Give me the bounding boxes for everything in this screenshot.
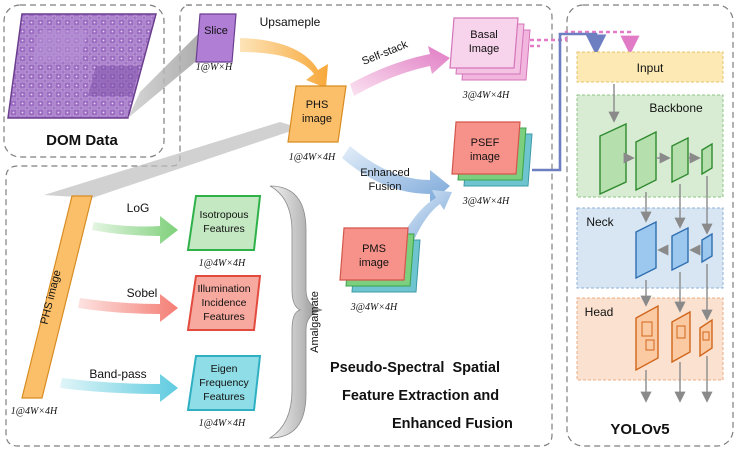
dom-chip-image — [7, 13, 157, 119]
pms-image-stack — [339, 227, 421, 293]
enhanced-fusion-line1: Enhanced — [360, 167, 410, 179]
basal-image-stack — [449, 17, 531, 81]
yolo-input-label: Input — [637, 61, 664, 75]
phs-image-box — [287, 85, 347, 143]
psef-dim: 3@4W×4H — [462, 196, 510, 207]
head-arrows — [640, 264, 713, 403]
pms-dim: 3@4W×4H — [350, 302, 398, 313]
amalgamate-brace — [268, 185, 323, 439]
projection-to-slice — [128, 34, 200, 118]
basal-dim: 3@4W×4H — [462, 90, 510, 101]
yolo-panel — [566, 4, 734, 447]
backbone-arrows — [608, 84, 701, 164]
isotropous-line1: Isotropous — [199, 209, 248, 221]
illumination-line1: Illumination — [197, 283, 250, 295]
upsample-arrow — [240, 38, 328, 88]
isotropous-line2: Features — [203, 223, 244, 235]
phs-image-line1: PHS — [306, 99, 329, 111]
slice-dim: 1@W×H — [196, 62, 233, 73]
eigen-line2: Frequency — [199, 377, 249, 389]
neck-feature-maps — [635, 220, 713, 280]
basal-line2: Image — [469, 43, 500, 55]
section-title-line3: Enhanced Fusion — [392, 416, 513, 432]
phs-left-dim: 1@4W×4H — [11, 406, 58, 417]
psef-to-yolo-line — [532, 32, 607, 172]
eigen-line1: Eigen — [211, 363, 238, 375]
basal-line1: Basal — [470, 29, 498, 41]
isotropous-box — [186, 195, 262, 251]
bandpass-arrow — [60, 374, 178, 402]
head-box-marks — [641, 321, 710, 351]
section-title-line2: Feature Extraction and — [342, 388, 499, 404]
log-label: LoG — [127, 201, 150, 215]
psef-line1: PSEF — [471, 137, 500, 149]
phs-left-box — [21, 195, 93, 399]
illumination-box — [186, 275, 262, 331]
phs-image-dim: 1@4W×4H — [289, 152, 336, 163]
eigen-box — [186, 355, 262, 411]
slice-label: Slice — [204, 25, 228, 37]
bandpass-label: Band-pass — [89, 367, 146, 381]
psef-line2: image — [470, 151, 500, 163]
upsample-label: Upsameple — [260, 15, 321, 29]
basal-to-yolo-line — [530, 30, 640, 55]
illumination-line2: Incidence — [202, 297, 247, 309]
feature-extraction-panel — [5, 4, 553, 447]
self-stack-arrow — [350, 46, 450, 96]
psef-image-stack — [451, 121, 533, 187]
pms-to-fusion-arrow — [402, 190, 452, 240]
eigen-dim: 1@4W×4H — [199, 418, 246, 429]
log-arrow — [92, 216, 178, 244]
isotropous-dim: 1@4W×4H — [199, 258, 246, 269]
neck-arrows — [640, 176, 713, 256]
projection-to-phs — [44, 122, 300, 198]
phs-image-line2: image — [302, 113, 332, 125]
enhanced-fusion-arrow — [342, 146, 450, 204]
sobel-arrow — [78, 294, 178, 322]
yolo-neck-label: Neck — [586, 215, 614, 229]
backbone-feature-maps — [599, 122, 713, 196]
section-title-line1: Pseudo-Spectral Spatial — [330, 360, 500, 376]
dom-data-label: DOM Data — [46, 132, 118, 149]
pms-line1: PMS — [362, 243, 386, 255]
yolo-title: YOLOv5 — [610, 421, 669, 438]
slice-box — [195, 13, 237, 63]
sobel-label: Sobel — [127, 286, 158, 300]
yolo-backbone-label: Backbone — [649, 101, 703, 115]
yolo-input-block — [576, 51, 724, 83]
enhanced-fusion-line2: Fusion — [368, 181, 401, 193]
amalgamate-label: Amalgamate — [309, 291, 321, 353]
eigen-line3: Features — [203, 391, 244, 403]
yolo-head-label: Head — [585, 305, 614, 319]
pms-line2: image — [359, 257, 389, 269]
illumination-line3: Features — [203, 311, 244, 323]
